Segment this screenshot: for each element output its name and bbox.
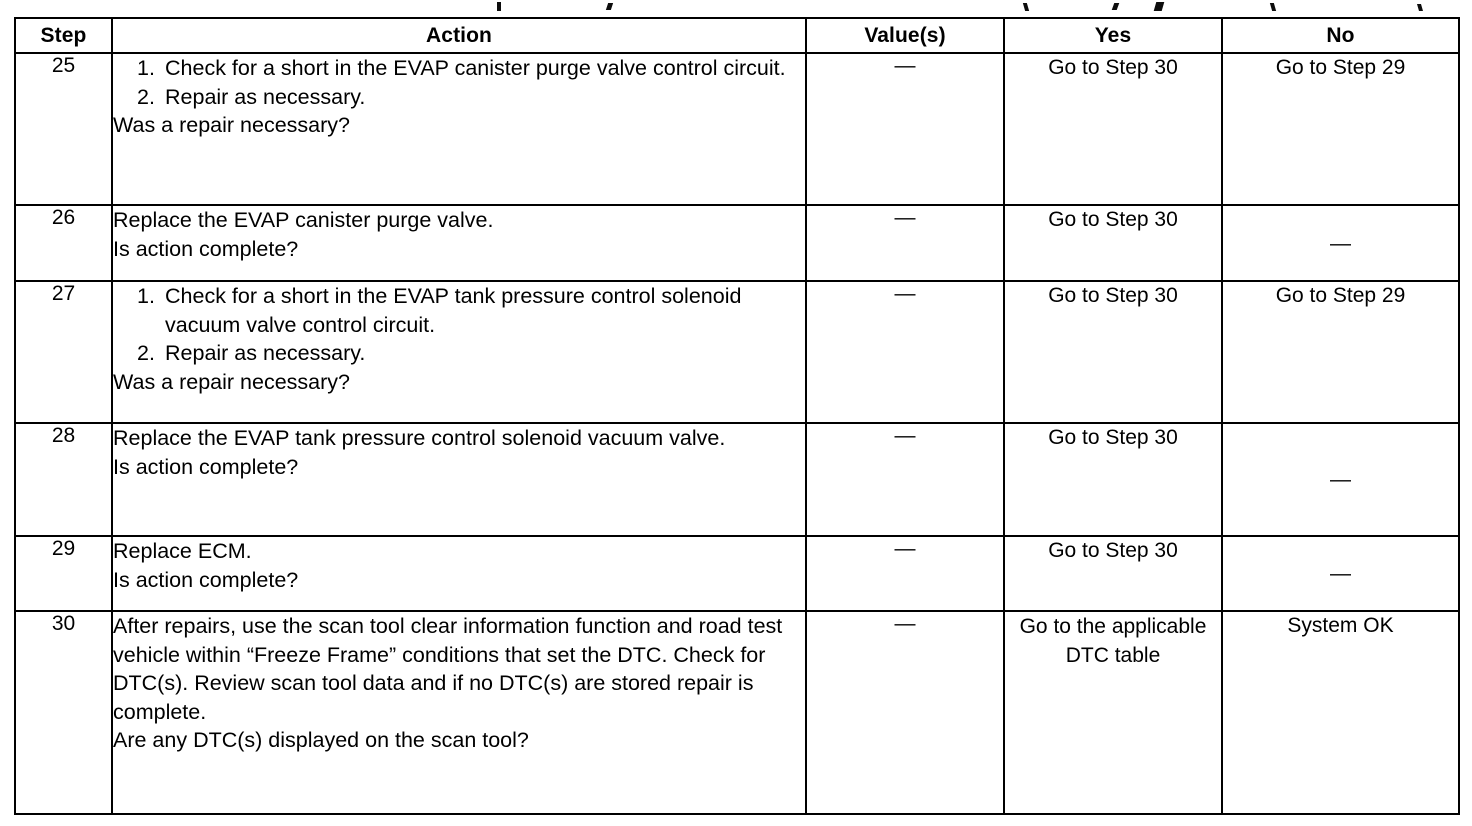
step-number: 28 <box>14 422 113 537</box>
column-header-action: Action <box>111 17 807 54</box>
action-cell: Replace ECM. Is action complete? <box>111 535 807 612</box>
list-number: 1. <box>137 56 155 80</box>
em-dash: — <box>1330 231 1351 255</box>
value-cell: — <box>805 610 1005 815</box>
list-text: Repair as necessary. <box>165 84 366 109</box>
column-header-values: Value(s) <box>805 17 1005 54</box>
action-question: Was a repair necessary? <box>113 113 350 137</box>
list-text: Repair as necessary. <box>165 341 366 365</box>
yes-branch: Go to Step 30 <box>1003 52 1223 206</box>
action-cell: After repairs, use the scan tool clear i… <box>111 610 807 815</box>
value-cell: — <box>805 535 1005 612</box>
list-text: Check for a short in the EVAP canister p… <box>165 56 786 80</box>
table-row: 27 1. Check for a short in the EVAP tank … <box>14 280 1460 424</box>
em-dash: — <box>894 424 916 447</box>
table-row: 28 Replace the EVAP tank pressure contro… <box>14 422 1460 537</box>
em-dash: — <box>894 537 916 560</box>
scan-artifact <box>497 2 501 11</box>
action-question: Are any DTC(s) displayed on the scan too… <box>113 728 529 752</box>
action-numbered-list: 1. Check for a short in the EVAP canister… <box>113 54 805 111</box>
yes-branch: Go to Step 30 <box>1003 204 1223 282</box>
value-cell: — <box>805 52 1005 206</box>
no-branch: Go to Step 29 <box>1221 280 1460 424</box>
yes-branch: Go to the applicable DTC table <box>1003 610 1223 815</box>
action-cell: 1. Check for a short in the EVAP tank pre… <box>111 280 807 424</box>
diagnostic-step-table: Step Action Value(s) Yes No 25 1. Check f… <box>14 17 1460 815</box>
action-text: Replace ECM. <box>113 539 252 563</box>
table-header-row: Step Action Value(s) Yes No <box>14 17 1460 54</box>
action-cell: Replace the EVAP tank pressure control s… <box>111 422 807 537</box>
scan-artifact <box>1111 3 1120 10</box>
scan-artifact <box>605 3 614 10</box>
action-question: Is action complete? <box>113 236 299 261</box>
step-number: 27 <box>14 280 113 424</box>
list-item: 1. Check for a short in the EVAP canister… <box>113 54 805 83</box>
scan-artifact <box>1153 2 1165 11</box>
list-item: 2. Repair as necessary. <box>113 339 805 368</box>
list-number: 2. <box>137 341 155 365</box>
no-branch: Go to Step 29 <box>1221 52 1460 206</box>
scan-artifact <box>1416 4 1424 11</box>
list-number: 1. <box>137 284 155 308</box>
action-text: Replace the EVAP canister purge valve. <box>113 208 494 232</box>
action-text: Replace the EVAP tank pressure control s… <box>113 426 726 450</box>
action-question: Is action complete? <box>113 454 299 479</box>
table-row: 30 After repairs, use the scan tool clea… <box>14 610 1460 815</box>
action-cell: 1. Check for a short in the EVAP canister… <box>111 52 807 206</box>
action-text: After repairs, use the scan tool clear i… <box>113 614 783 724</box>
scan-artifact <box>1269 3 1277 11</box>
step-number: 30 <box>14 610 113 815</box>
table-row: 29 Replace ECM. Is action complete? — Go… <box>14 535 1460 612</box>
table-row: 25 1. Check for a short in the EVAP canis… <box>14 52 1460 206</box>
no-branch: System OK <box>1221 610 1460 815</box>
em-dash: — <box>894 206 916 229</box>
step-number: 25 <box>14 52 113 206</box>
em-dash: — <box>1330 468 1351 491</box>
em-dash: — <box>894 612 916 635</box>
yes-branch: Go to Step 30 <box>1003 535 1223 612</box>
em-dash: — <box>1330 562 1351 585</box>
value-cell: — <box>805 280 1005 424</box>
yes-branch: Go to Step 30 <box>1003 422 1223 537</box>
table-row: 26 Replace the EVAP canister purge valve… <box>14 204 1460 282</box>
column-header-step: Step <box>14 17 113 54</box>
list-item: 2. Repair as necessary. <box>113 83 805 112</box>
value-cell: — <box>805 422 1005 537</box>
em-dash: — <box>894 282 916 305</box>
yes-branch: Go to Step 30 <box>1003 280 1223 424</box>
column-header-no: No <box>1221 17 1460 54</box>
value-cell: — <box>805 204 1005 282</box>
no-branch: — <box>1221 535 1460 612</box>
list-number: 2. <box>137 84 155 109</box>
action-numbered-list: 1. Check for a short in the EVAP tank pre… <box>113 282 805 368</box>
em-dash: — <box>894 54 916 77</box>
list-text: Check for a short in the EVAP tank press… <box>165 284 742 337</box>
scan-artifact <box>1022 3 1030 11</box>
action-question: Was a repair necessary? <box>113 369 350 394</box>
column-header-yes: Yes <box>1003 17 1223 54</box>
action-question: Is action complete? <box>113 567 299 592</box>
no-branch: — <box>1221 422 1460 537</box>
step-number: 26 <box>14 204 113 282</box>
list-item: 1. Check for a short in the EVAP tank pre… <box>113 282 805 339</box>
action-cell: Replace the EVAP canister purge valve. I… <box>111 204 807 282</box>
step-number: 29 <box>14 535 113 612</box>
no-branch: — <box>1221 204 1460 282</box>
